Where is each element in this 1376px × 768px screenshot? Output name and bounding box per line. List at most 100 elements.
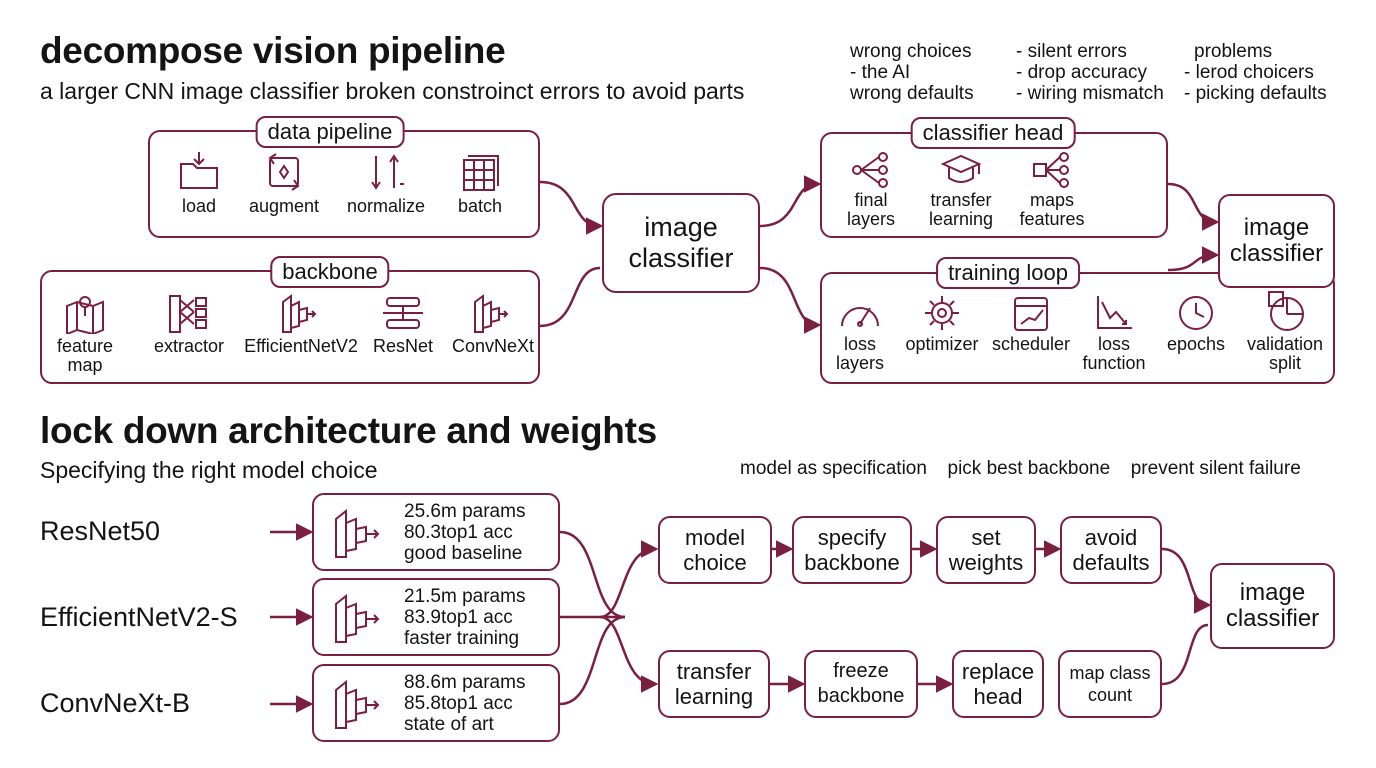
model-spec: 83.9top1 acc — [404, 607, 513, 628]
training-item-label: layers — [835, 353, 884, 373]
note-line: - wiring mismatch — [1016, 83, 1164, 104]
wire-data-to-classifier — [539, 180, 604, 235]
model-card-resnet50: 25.6m params 80.3top1 acc good baseline — [312, 493, 560, 571]
bottom-subtitle: Specifying the right model choice — [40, 457, 378, 483]
step-line: freeze — [833, 660, 889, 682]
bottom-tag: pick best backbone — [947, 458, 1111, 479]
backbone-item-label: extractor — [153, 336, 225, 356]
wire-classifier-to-training — [759, 266, 822, 334]
wire-backbone-to-classifier — [539, 266, 601, 328]
final-output-line: image — [1239, 579, 1306, 606]
clock-icon — [1179, 296, 1213, 330]
step-line: model — [685, 525, 745, 550]
gear-icon — [925, 296, 959, 330]
note-line: - picking defaults — [1184, 83, 1327, 104]
gauge-icon — [841, 307, 879, 327]
step-line: head — [973, 684, 1023, 709]
note-line: problems — [1194, 41, 1273, 62]
data-item-label: batch — [457, 196, 503, 216]
backbone-item-resnet: ResNet — [370, 292, 436, 356]
step-line: transfer — [676, 659, 752, 684]
classifier-head-group — [820, 132, 1168, 238]
bottom-title: lock down architecture and weights — [40, 410, 657, 451]
map-pin-icon — [66, 296, 104, 334]
classifier-head-title: classifier head — [910, 117, 1076, 149]
note-line: - lerod choicers — [1184, 62, 1314, 83]
folder-icon — [180, 152, 218, 189]
note-line: wrong defaults — [850, 83, 974, 104]
model-name-efficientnet: EfficientNetV2-S — [40, 602, 238, 632]
notes-col-3: problems - lerod choicers - picking defa… — [1184, 41, 1327, 104]
training-item-label: loss — [843, 334, 876, 354]
backbone-item-convnext: ConvNeXt — [446, 292, 540, 356]
wire-card1-merge — [559, 530, 626, 619]
training-item-label: validation — [1246, 334, 1324, 354]
model-spec: 80.3top1 acc — [404, 522, 513, 543]
backbone-item-label: map — [67, 355, 103, 375]
head-item-label: learning — [928, 209, 994, 229]
data-item-augment: augment — [244, 150, 324, 216]
training-item-validation-split: validation split — [1240, 290, 1330, 373]
step-line: backbone — [804, 550, 900, 575]
backbone-item-feature-map: feature map — [50, 292, 120, 375]
data-item-label: load — [181, 196, 217, 216]
head-item-maps-features: maps features — [1014, 152, 1090, 229]
center-image-classifier: image classifier — [602, 193, 760, 293]
model-spec: 25.6m params — [404, 501, 526, 522]
step-line: choice — [683, 550, 747, 575]
training-item-label: scheduler — [991, 334, 1071, 354]
step-line: learning — [674, 684, 754, 709]
data-pipeline-title: data pipeline — [255, 116, 405, 148]
training-loop-group — [820, 272, 1335, 384]
model-spec: state of art — [404, 714, 494, 735]
extractor-icon — [169, 295, 207, 333]
wire-to-final-top — [1161, 547, 1212, 614]
wire-training-to-output — [1167, 246, 1220, 272]
training-item-loss-function: loss function — [1078, 294, 1150, 373]
final-image-classifier: image classifier — [1210, 563, 1335, 649]
step-line: avoid — [1084, 525, 1138, 550]
bottom-tag: prevent silent failure — [1130, 458, 1301, 479]
note-line: - the AI — [850, 62, 911, 83]
note-line: - drop accuracy — [1016, 62, 1147, 83]
backbone-item-label: ConvNeXt — [451, 336, 535, 356]
training-item-label: split — [1268, 353, 1301, 373]
backbone-item-label: ResNet — [372, 336, 434, 356]
head-item-label: layers — [846, 209, 895, 229]
data-item-label: normalize — [346, 196, 426, 216]
grid-icon — [463, 155, 499, 191]
step-line: set — [971, 525, 1001, 550]
backbone-title: backbone — [270, 256, 390, 288]
training-item-epochs: epochs — [1162, 294, 1230, 354]
data-item-load: load — [168, 150, 230, 216]
wire-to-final-bottom — [1161, 623, 1209, 686]
augment-icon — [268, 153, 300, 191]
right-output-line: classifier — [1229, 240, 1324, 267]
training-loop-title: training loop — [936, 257, 1080, 289]
step-line: defaults — [1072, 550, 1150, 575]
model-name-convnext: ConvNeXt-B — [40, 688, 191, 718]
data-item-batch: batch — [450, 150, 510, 216]
backbone-item-extractor: extractor — [148, 292, 230, 356]
model-spec: good baseline — [404, 543, 523, 564]
layers-icon — [474, 294, 509, 333]
center-line: image — [644, 212, 718, 242]
training-item-label: loss — [1097, 334, 1130, 354]
step-line: specify — [817, 525, 887, 550]
backbone-item-label: EfficientNetV2 — [244, 336, 358, 356]
calendar-icon — [1014, 297, 1048, 331]
wire-classifier-to-head — [759, 175, 822, 228]
training-item-optimizer: optimizer — [900, 294, 984, 354]
wire-merge-top — [599, 540, 659, 619]
layers-icon — [282, 294, 317, 333]
note-line: wrong choices — [850, 41, 972, 62]
data-item-normalize: normalize — [340, 150, 432, 216]
chart-down-icon — [1097, 296, 1132, 329]
center-line: classifier — [628, 243, 734, 273]
top-subtitle: a larger CNN image classifier broken con… — [40, 78, 745, 104]
step-line: replace — [961, 659, 1035, 684]
